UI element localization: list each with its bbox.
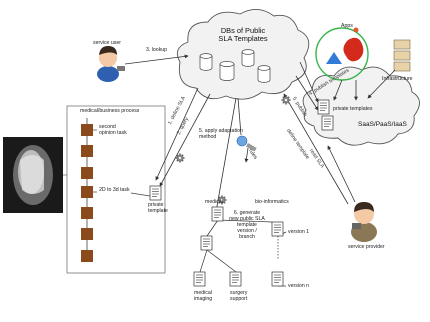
apps-label: Apps — [341, 23, 353, 29]
template-document-icon — [200, 235, 213, 251]
template-document-icon — [211, 206, 224, 222]
tree-version1-label: version 1 — [288, 229, 310, 235]
step6-label-3: template — [237, 222, 257, 228]
step6-label-2: new public SLA — [229, 216, 265, 222]
second-opinion-label-2: opinion task — [99, 130, 127, 136]
user-icon — [97, 46, 125, 82]
private-template-document-icon — [321, 115, 334, 131]
step6-label-1: 6. generate — [233, 210, 261, 216]
private-template-document-icon — [317, 99, 330, 115]
process-task — [81, 124, 93, 262]
xray-image-icon — [3, 137, 63, 213]
template-document-icon — [271, 271, 284, 287]
service-user-label: service user — [93, 40, 121, 46]
adaptation-method-icon — [236, 135, 257, 152]
provider-icon — [351, 202, 377, 242]
leaf1-label-2: imaging — [194, 296, 213, 302]
step6-label-4: version / — [237, 228, 257, 234]
cloud-title-line1: DBs of Public — [220, 26, 266, 35]
saas-label: SaaS/PaaS/IaaS — [358, 121, 407, 128]
service-provider-label: service provider — [348, 244, 385, 250]
step5-label-2: method — [199, 134, 217, 140]
process-box — [63, 105, 166, 274]
template-document-icon — [193, 271, 206, 287]
private-template-label-2: template — [148, 208, 168, 214]
database-icon — [199, 49, 271, 83]
tree-bio-label: bio-informatics — [255, 199, 289, 205]
process-title: medical/business process — [80, 108, 140, 114]
step3-lookup-label: 3. lookup — [146, 47, 168, 53]
infrastructure-label: Infrastructure — [382, 76, 413, 82]
task-3d-label-1: 2D to 3d task — [99, 187, 130, 193]
private-templates-label: private templates — [333, 106, 373, 112]
leaf1-label-1: medical — [194, 290, 212, 296]
cloud-title-line2: SLA Templates — [218, 34, 268, 43]
template-document-icon — [271, 221, 284, 237]
step6-label-5: branch — [239, 234, 255, 240]
second-opinion-label-1: second — [99, 124, 116, 130]
flow-arrows — [124, 54, 356, 213]
provider-cloud — [302, 27, 420, 146]
private-template-document-icon — [149, 185, 162, 201]
step5-label-1: 5. apply adaptation — [199, 128, 243, 134]
leaf2-label-2: support — [230, 296, 248, 302]
public-sla-db-cloud — [176, 9, 310, 100]
tree-versionn-label: version n — [288, 283, 310, 289]
private-template-label-1: private — [148, 202, 164, 208]
leaf2-label-1: surgery — [230, 290, 248, 296]
template-document-icon — [229, 271, 242, 287]
server-icon — [393, 39, 411, 72]
tree-medical-label: medical — [205, 199, 223, 205]
app-icon — [326, 27, 364, 64]
